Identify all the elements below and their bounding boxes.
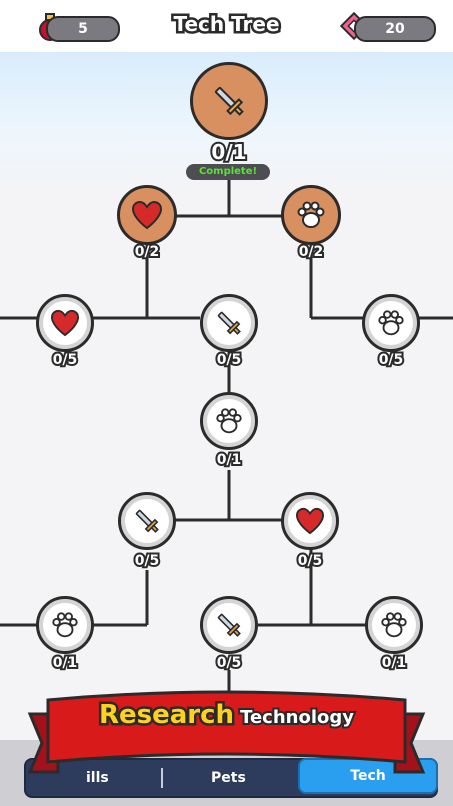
paw-icon [52, 612, 78, 638]
tech-node-paw-2[interactable] [362, 294, 420, 352]
page-title: Tech Tree [171, 10, 282, 39]
tech-node-root[interactable] [190, 62, 268, 140]
tech-node-paw-5b-count: 0/1 [380, 653, 409, 673]
tech-node-paw-2-count: 0/5 [377, 350, 406, 370]
tech-node-heart-1[interactable] [117, 185, 177, 245]
paw-icon [381, 612, 407, 638]
sword-icon [214, 86, 244, 116]
heart-icon [131, 200, 163, 230]
tech-node-sword-5[interactable] [200, 596, 258, 654]
gem-counter[interactable]: 20 [354, 16, 436, 42]
heart-icon [50, 309, 80, 337]
sword-icon [135, 509, 159, 533]
banner-word-research: Research [96, 698, 236, 733]
paw-icon [216, 408, 242, 434]
tech-node-heart-4-count: 0/5 [296, 551, 325, 571]
tech-node-heart-2-count: 0/5 [51, 350, 80, 370]
tab-tech-label: Tech [350, 768, 386, 784]
tech-node-paw-3-count: 0/1 [215, 450, 244, 470]
tech-node-paw-3[interactable] [200, 392, 258, 450]
tech-node-sword-5-count: 0/5 [215, 653, 244, 673]
sword-icon [217, 311, 241, 335]
tab-pets[interactable]: Pets [211, 770, 246, 786]
potion-counter[interactable]: 5 [46, 16, 120, 42]
tab-skills[interactable]: ills [86, 770, 109, 786]
research-banner [27, 690, 426, 774]
gem-count: 20 [385, 21, 405, 37]
tech-node-paw-5b[interactable] [365, 596, 423, 654]
bottom-tab-bar: ills Pets Tech [24, 758, 438, 798]
tech-node-sword-4-count: 0/5 [133, 551, 162, 571]
tech-node-sword-4[interactable] [118, 492, 176, 550]
tech-node-paw-5a[interactable] [36, 596, 94, 654]
tech-node-sword-2-count: 0/5 [215, 350, 244, 370]
heart-icon [295, 507, 325, 535]
tech-node-heart-2[interactable] [36, 294, 94, 352]
tech-node-heart-1-count: 0/2 [133, 242, 162, 262]
potion-count: 5 [78, 21, 88, 37]
paw-icon [378, 310, 404, 336]
tab-separator [161, 768, 163, 788]
tech-node-paw-1-count: 0/2 [297, 242, 326, 262]
tech-node-root-count: 0/1 [209, 138, 248, 166]
tech-node-paw-5a-count: 0/1 [51, 653, 80, 673]
tech-node-sword-2[interactable] [200, 294, 258, 352]
paw-icon [297, 201, 325, 228]
tech-node-heart-4[interactable] [281, 492, 339, 550]
tech-node-paw-1[interactable] [281, 185, 341, 245]
sword-icon [217, 613, 241, 637]
complete-badge: Complete! [186, 164, 270, 180]
banner-word-technology: Technology [238, 705, 356, 730]
top-bar: 5 Tech Tree 20 [0, 0, 453, 52]
